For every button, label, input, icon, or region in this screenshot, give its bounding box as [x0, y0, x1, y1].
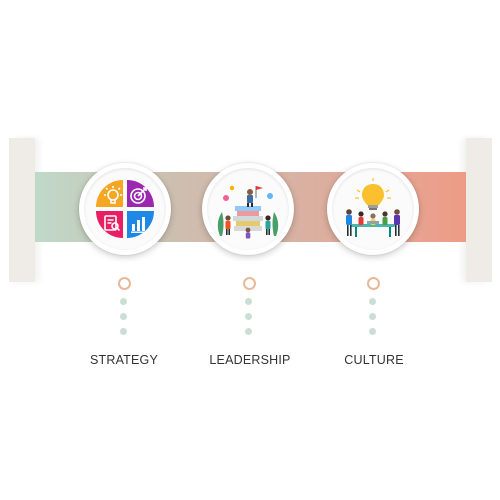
strategy-circle-inner [84, 168, 166, 250]
connector-dot [120, 328, 127, 335]
connector-dot [120, 313, 127, 320]
leadership-circle-inner [207, 168, 289, 250]
connector-dot [245, 328, 252, 335]
right-side-panel [466, 138, 492, 282]
connector-dot [245, 313, 252, 320]
connector-ring [118, 277, 131, 290]
connector-dot [120, 298, 127, 305]
strategy-label: STRATEGY [89, 353, 159, 367]
leadership-circle [202, 163, 294, 255]
connector-dot [369, 313, 376, 320]
connector-dot [369, 328, 376, 335]
strategy-quadrant-icon [96, 180, 154, 238]
culture-circle [327, 163, 419, 255]
culture-label: CULTURE [344, 353, 404, 367]
connector-dot [245, 298, 252, 305]
connector-dot [369, 298, 376, 305]
leadership-label: LEADERSHIP [209, 353, 291, 367]
connector-ring [243, 277, 256, 290]
strategy-circle [79, 163, 171, 255]
culture-teamwork-lightbulb-illustration [346, 178, 400, 237]
culture-circle-inner [332, 168, 414, 250]
leadership-team-illustration [217, 185, 279, 239]
connector-ring [367, 277, 380, 290]
left-side-panel [9, 138, 35, 282]
